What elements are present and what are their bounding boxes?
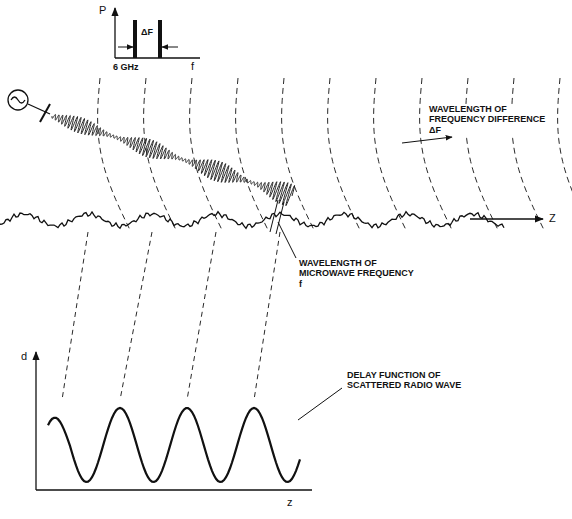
wavefront-line [144, 78, 176, 230]
axis-label: z [286, 496, 294, 509]
axis-label: d [20, 350, 28, 363]
z-axis-arrow [470, 218, 543, 219]
axis-label: f [190, 60, 195, 73]
projection-line [62, 232, 88, 400]
wavelength-arrow [402, 137, 452, 143]
wavefront-line [558, 78, 572, 230]
wavefront-line [374, 78, 406, 230]
axis-label: P [98, 4, 107, 17]
wavelength-label: WAVELENGTH OF FREQUENCY DIFFERENCE ΔF [428, 104, 550, 135]
wavefront-line [282, 78, 314, 230]
wavefront-line [190, 78, 222, 230]
delay-curve [48, 408, 300, 482]
wavefront-line [512, 78, 544, 230]
wavefront-line [466, 78, 498, 230]
wave-packet [52, 114, 295, 205]
spectrum-plot [115, 8, 200, 58]
delay-plot [36, 352, 342, 490]
projection-line [187, 232, 216, 400]
projection-line [254, 232, 280, 400]
wavefront-lines [98, 78, 572, 230]
wave-packet-path [52, 114, 295, 205]
projection-lines [62, 232, 280, 400]
spacing-label: ΔF [140, 27, 154, 37]
delay-curve-path [48, 408, 300, 482]
frequency-label: 6 GHz [112, 62, 140, 72]
projection-line [120, 232, 152, 400]
curve-label: DELAY FUNCTION OF SCATTERED RADIO WAVE [346, 370, 468, 391]
wavefront-line [420, 78, 452, 230]
microwave-source [8, 90, 50, 122]
axis-label: Z [548, 212, 557, 225]
wavelength-label: WAVELENGTH OF MICROWAVE FREQUENCY f [298, 258, 420, 289]
wavefront-line [328, 78, 360, 230]
sea-surface [0, 212, 504, 229]
sea-surface-path [0, 212, 504, 229]
wavefront-line [236, 78, 268, 230]
wavefront-line [98, 78, 130, 230]
microwave-wavelength-marks [270, 200, 296, 258]
